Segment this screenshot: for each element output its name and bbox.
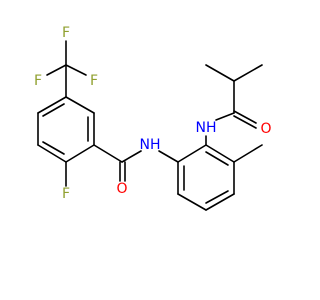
atom-f-cf3-right: F	[90, 73, 98, 89]
molecule-diagram: F F F F O NH NH O	[34, 25, 272, 211]
bond-ring2-d	[205, 193, 235, 211]
bond-ring1-d	[65, 144, 95, 163]
atom-nh-benzamide: NH	[140, 137, 161, 153]
bond-ring1-c	[37, 144, 67, 163]
bond-nh-ring2	[158, 150, 179, 163]
bond-ring2-b-inner	[205, 151, 229, 166]
atom-o-isobutyramide: O	[260, 121, 271, 137]
bond-ring1-c-inner	[42, 141, 65, 155]
bond-ring2-e	[177, 193, 207, 211]
atom-nh-isobutyramide: NH	[196, 120, 217, 136]
bond-cf3-right	[65, 64, 87, 76]
bond-ring2-b	[205, 144, 235, 163]
bond-nh-carbonyl	[215, 112, 235, 121]
bond-cf3-left	[46, 64, 67, 76]
bond-isob-me1	[205, 64, 235, 82]
bond-isob-co-2	[233, 115, 257, 129]
bond-ring1-a-inner	[42, 103, 65, 117]
atom-labels: F F F F O NH NH O	[34, 25, 272, 202]
bond-isob-co-1	[233, 110, 257, 124]
bond-ring2-a	[177, 144, 207, 163]
bond-carbonyl-nh	[121, 150, 142, 163]
atom-o-benzamide: O	[116, 181, 127, 197]
bond-methyl	[233, 144, 263, 163]
bond-ring2-d-inner	[205, 190, 229, 204]
atom-f-cf3-top: F	[62, 25, 70, 41]
bond-ring1-a	[37, 96, 67, 114]
atom-f-cf3-left: F	[34, 73, 42, 89]
atom-f-aryl: F	[62, 186, 70, 202]
bond-ring1-f	[65, 96, 95, 114]
bonds	[37, 40, 263, 211]
bond-isob-me2	[233, 64, 263, 82]
bond-ring1-carbonyl	[93, 144, 123, 163]
